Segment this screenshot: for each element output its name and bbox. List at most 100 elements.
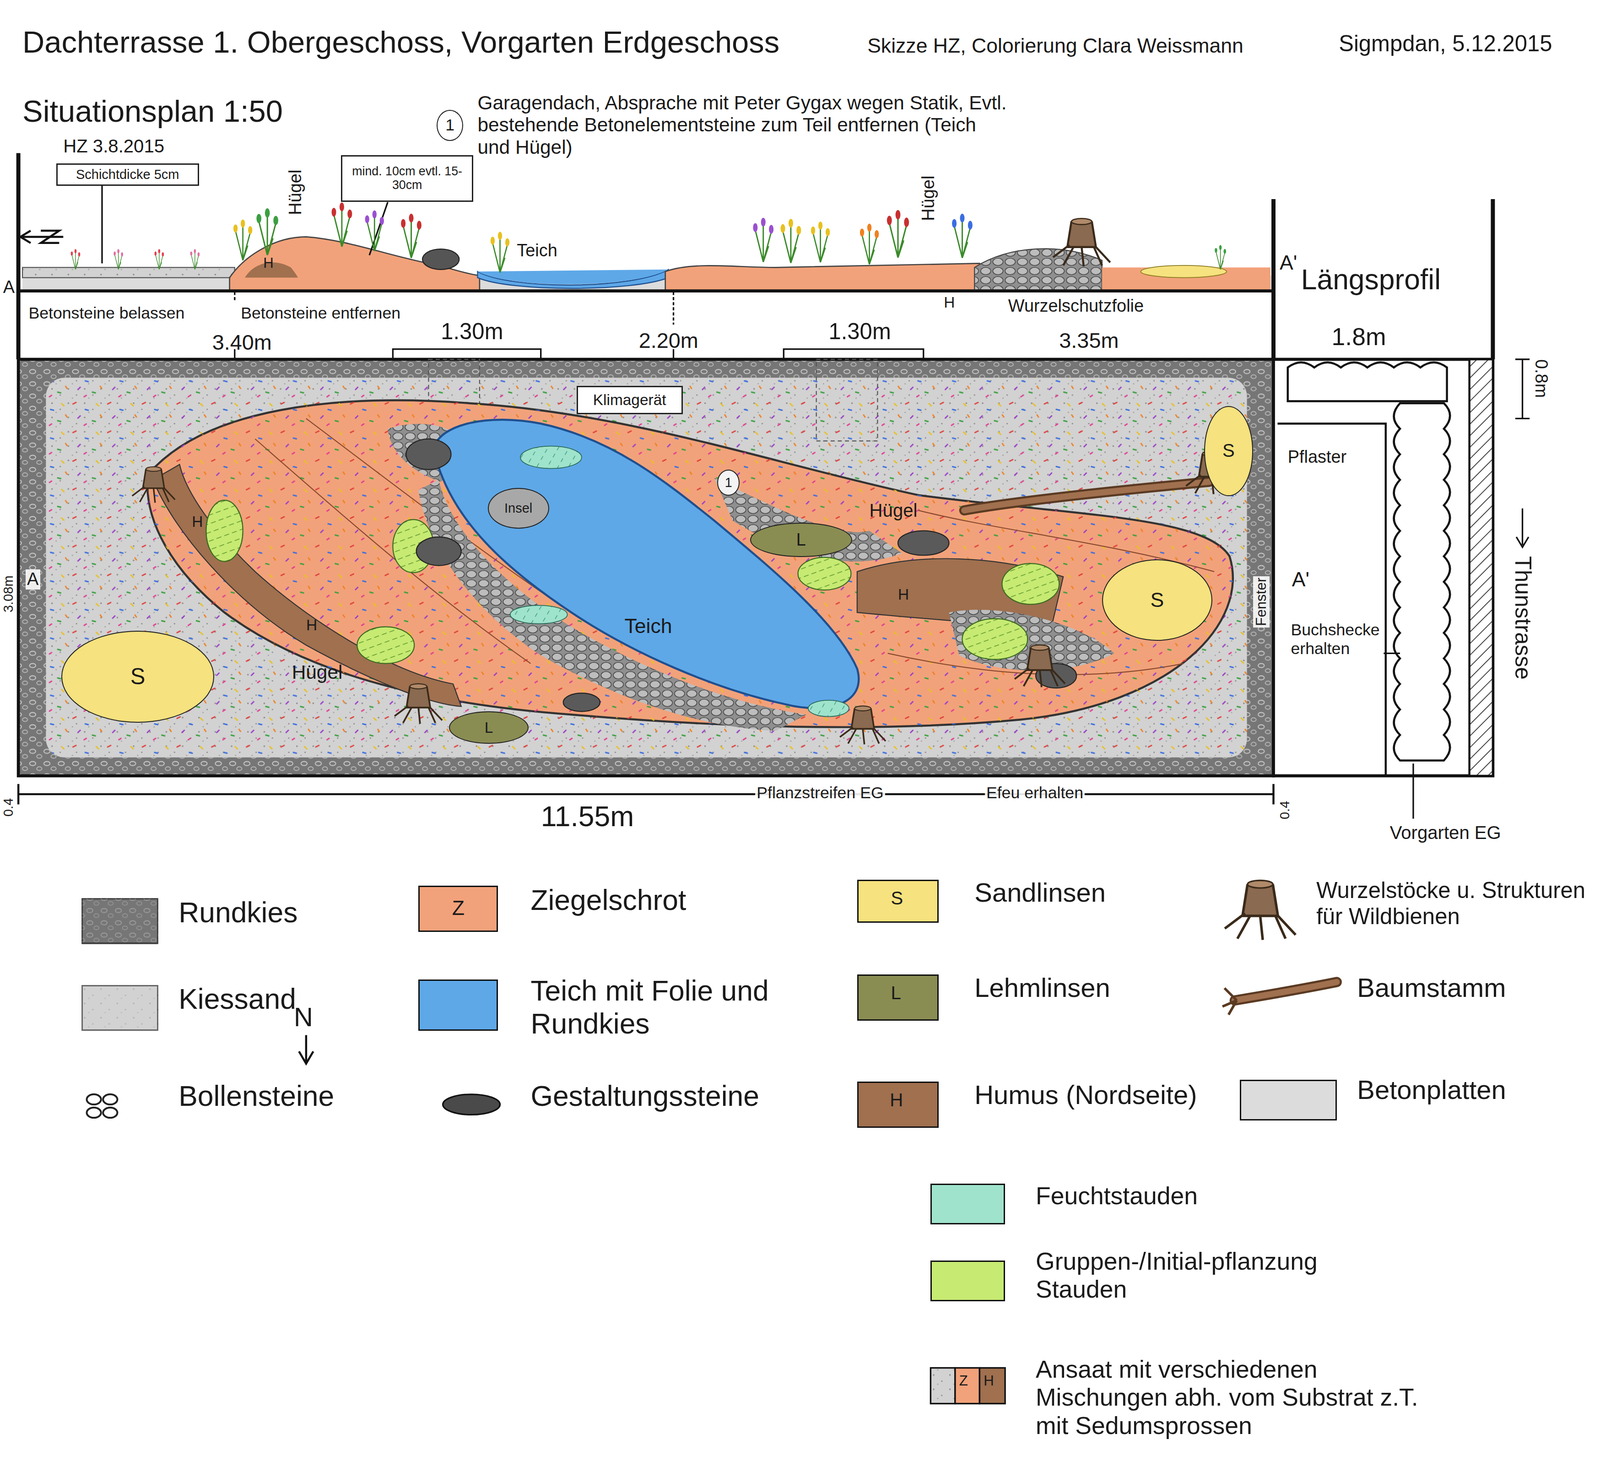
longitudinal-profile-part [422,248,460,270]
legend-text: Lehmlinsen [974,972,1110,1004]
profile-plants-part [752,217,774,263]
roof-terrace-plan-part [1014,644,1065,687]
longitudinal-profile-part [20,230,64,244]
node-label: L [796,529,806,550]
legend-swatch [1239,1079,1337,1121]
node-label: 1 [724,475,733,490]
legend-symbols-part [955,1367,980,1404]
plan-label: 0.4 [0,797,17,817]
plan-label: H [889,1089,903,1111]
node-label: Klimagerät [593,391,667,409]
longitudinal-profile-part [101,185,103,264]
plan-label: Vorgarten EG [1389,822,1502,844]
longitudinal-profile-part [477,269,669,289]
plan-label: H [983,1372,995,1390]
longitudinal-profile-part [1490,199,1495,360]
legend-text: Bollensteine [178,1079,335,1113]
legend-symbols-part [86,1107,102,1118]
plan-label: A' [1279,250,1298,275]
legend-text: Rundkies [178,896,298,930]
plan-label: Teich [624,614,673,638]
node-label: S [1222,440,1235,462]
roof-terrace-plan-part [563,692,600,712]
callout-circle: 1 [436,109,464,141]
plan-label: Hügel [291,661,343,684]
legend-symbols-part [1234,981,1337,1000]
legend-symbols-part [930,1367,956,1404]
plan-label: Längsprofil [1301,263,1441,297]
node-label: Schichtdicke 5cm [75,167,179,182]
roof-terrace-plan-part [45,377,1247,758]
plan-label: Buchshecke erhalten [1290,620,1381,659]
profile-plants-part [365,210,384,251]
longitudinal-profile-part [1271,199,1276,360]
plan-label: Sigmpdan, 5.12.2015 [1338,30,1552,57]
profile-plants-part [233,219,253,261]
plan-label: Z [452,896,465,920]
node-label: L [484,718,494,736]
profile-plants-part [400,213,422,259]
legend-symbols-part [1224,880,1296,941]
node-label: Insel [504,500,533,516]
legend-text: Gestaltungssteine [530,1079,760,1113]
front-garden-part [1469,359,1493,776]
longitudinal-profile [18,153,1493,360]
plan-label: A' [1291,567,1310,591]
profile-plants-part [256,208,279,256]
roof-terrace-plan-part [839,705,886,745]
profile-plants-part [886,210,909,258]
roof-terrace-plan-part [964,481,1210,511]
legend-text: Gruppen-/Initial-pflanzung Stauden [1035,1247,1342,1304]
legend-symbols-part [443,1094,501,1115]
profile-plants-part [780,218,802,264]
longitudinal-profile-part [1140,265,1227,278]
profile-plants [70,202,1227,273]
legend-text: Kiessand [178,982,297,1016]
roof-terrace-plan-part [964,481,1210,511]
node-label: 1 [445,116,455,135]
front-garden-part [1273,359,1493,776]
longitudinal-profile-part [665,263,980,291]
front-garden-part [1394,403,1451,761]
plan-label: Garagendach, Absprache mit Peter Gygax w… [477,91,1008,159]
node-label: S [1150,588,1164,612]
legend-swatch [81,984,158,1031]
plan-label: 1.8m [1331,322,1387,352]
legend-text: Humus (Nordseite) [974,1079,1197,1111]
plan-label: H [263,254,274,272]
roof-terrace-plan-part [45,377,1247,758]
front-garden-part [1412,763,1414,819]
roof-terrace-plan-part [433,419,860,709]
profile-plants-part [113,248,124,270]
plan-label: Wurzelschutzfolie [1008,296,1144,317]
legend-symbols-part [979,1367,1006,1404]
plan-label: Z [959,1372,968,1390]
roof-terrace-plan-part [394,683,443,724]
roof-terrace-plan-part [816,359,878,441]
profile-plants-part [810,221,830,263]
roof-terrace-plan-part [520,446,582,469]
plan-label: Efeu erhalten [984,783,1086,803]
substrate-lens: S [1102,559,1213,641]
substrate-lens: L [448,711,529,744]
roof-terrace-plan-part [1001,563,1060,605]
plan-label: Pflanzstreifen EG [755,783,886,803]
substrate-lens: L [750,522,853,558]
longitudinal-profile-part [16,153,21,360]
plan-label: Betonsteine entfernen [240,303,401,323]
legend-symbols-part [1222,988,1237,1015]
dimension-lines-part [1272,783,1275,805]
plan-label: 3.35m [1059,328,1119,354]
legend-text: Ansaat mit verschiedenen Mischungen abh.… [1035,1355,1455,1440]
node-label: mind. 10cm evtl. 15-30cm [342,164,472,193]
note-box: mind. 10cm evtl. 15-30cm [340,155,473,203]
legend-swatch [930,1260,1006,1302]
roof-terrace-plan-part [405,438,451,470]
dimension-lines-part [1516,508,1529,548]
roof-terrace-plan-part [147,400,1233,728]
plan-label: Hügel [285,167,306,217]
plan-label: 1.30m [440,318,503,345]
plan-label: 2.20m [638,328,699,354]
